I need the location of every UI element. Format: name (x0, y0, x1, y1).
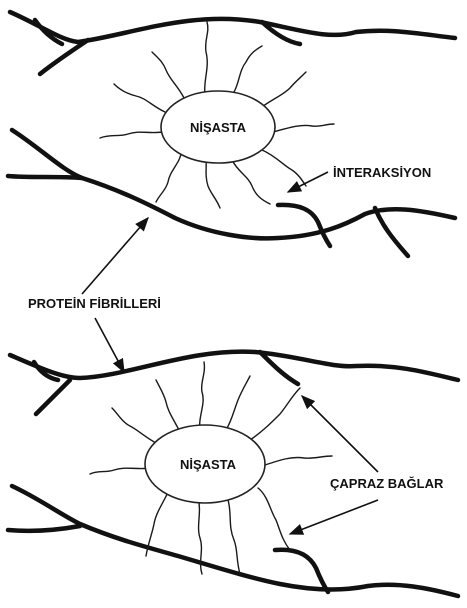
crosslink-arrow-up (302, 396, 378, 472)
top-panel: NİŞASTA İNTERAKSİYON (8, 12, 455, 256)
interaction-label: İNTERAKSİYON (333, 165, 431, 180)
bottom-granule-label: NİŞASTA (180, 457, 237, 472)
top-lower-fibril-hook (278, 205, 330, 246)
fibril-arrow-up (82, 218, 148, 294)
fibril-callout: PROTEİN FİBRİLLERİ (28, 218, 161, 372)
top-upper-fibril (10, 12, 455, 42)
bottom-panel: NİŞASTA ÇAPRAZ BAĞLAR (8, 352, 458, 596)
bottom-upper-fibril (10, 352, 458, 380)
protein-fibril-label: PROTEİN FİBRİLLERİ (28, 296, 161, 311)
bottom-upper-fibril-branch-down (36, 380, 70, 414)
top-granule-label: NİŞASTA (190, 120, 247, 135)
bottom-lower-fibril-branch-left (8, 526, 80, 531)
interaction-arrow (288, 172, 328, 192)
top-lower-fibril-branch-left (8, 176, 82, 178)
crosslink-label: ÇAPRAZ BAĞLAR (330, 476, 444, 491)
top-upper-fibril-branch-down (40, 40, 88, 74)
fibril-arrow-down (95, 318, 124, 372)
top-lower-fibril-hook-right (375, 208, 408, 256)
crosslink-arrow-down (290, 500, 378, 534)
